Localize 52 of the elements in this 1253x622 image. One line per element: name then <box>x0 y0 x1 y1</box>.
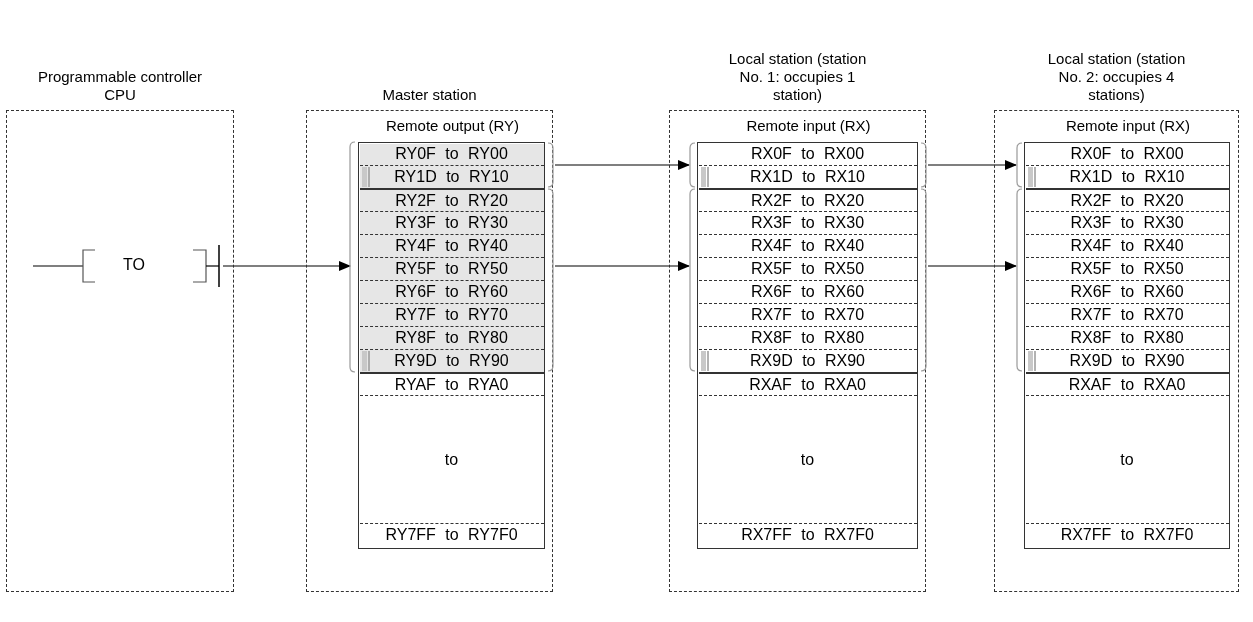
table-cell: RX2F to RX20 <box>750 192 865 209</box>
station-heading: Programmable controller CPU <box>36 68 204 104</box>
table-cell: RX3F to RX30 <box>1070 215 1184 231</box>
arrow <box>927 261 1017 271</box>
table-cell: RXAF to RXA0 <box>1068 376 1186 393</box>
table-heading: Remote input (RX) <box>1065 116 1191 136</box>
table-cell: RX8F to RX80 <box>750 330 865 346</box>
station-heading: Local station (station No. 1: occupies 1 station) <box>727 50 868 104</box>
table-cell: RYAF to RYA0 <box>394 376 509 393</box>
table-cell: RY2F to RY20 <box>395 192 508 209</box>
table-cell: RY5F to RY50 <box>395 261 508 277</box>
table-cell: RX9D to RX90 <box>750 353 865 369</box>
table-cell: RX7FF to RX7F0 <box>1060 527 1194 543</box>
table-cell: RX0F to RX00 <box>750 146 865 163</box>
table-cell: RY0F to RY00 <box>395 146 508 163</box>
table-cell: RX4F to RX40 <box>1070 238 1184 254</box>
table-cell: RY4F to RY40 <box>395 238 508 254</box>
arrow <box>222 261 351 271</box>
table-cell: RX1D to RX10 <box>1069 169 1185 185</box>
table-cell: RX7F to RX70 <box>1070 307 1184 323</box>
table-heading: Remote input (RX) <box>746 116 871 136</box>
table-cell: RY8F to RY80 <box>395 330 508 346</box>
instruction-name: TO <box>123 257 145 273</box>
table-cell: RY6F to RY60 <box>395 284 508 300</box>
table-cell: RY7F to RY70 <box>395 307 508 323</box>
table-cell: RX7FF to RX7F0 <box>741 527 874 543</box>
table-cell: RX6F to RX60 <box>1070 284 1184 300</box>
table-cell: RX0F to RX00 <box>1070 146 1184 163</box>
table-cell: RX8F to RX80 <box>1070 330 1184 346</box>
table-cell: RX9D to RX90 <box>1069 353 1185 369</box>
table-cell: RX6F to RX60 <box>750 284 865 300</box>
station-heading: Local station (station No. 2: occupies 4 stations) <box>1046 50 1187 104</box>
table-heading: Remote output (RY) <box>385 116 520 136</box>
table-cell: RY9D to RY90 <box>394 353 509 369</box>
table-cell: to <box>800 451 815 468</box>
table-cell: RX4F to RX40 <box>750 238 865 254</box>
table-cell: RY1D to RY10 <box>394 169 509 185</box>
table-cell: RX3F to RX30 <box>750 215 865 231</box>
table-cell: RX7F to RX70 <box>750 307 865 323</box>
table-cell: RXAF to RXA0 <box>749 376 866 393</box>
table-cell: RX5F to RX50 <box>1070 261 1184 277</box>
table-cell: RY3F to RY30 <box>395 215 508 231</box>
table-cell: RX5F to RX50 <box>750 261 865 277</box>
arrow <box>927 160 1017 170</box>
table-cell: to <box>444 451 459 468</box>
arrow <box>554 261 690 271</box>
arrow <box>554 160 690 170</box>
table-cell: to <box>1120 451 1134 468</box>
table-cell: RX1D to RX10 <box>750 169 865 185</box>
table-cell: RX2F to RX20 <box>1070 192 1184 209</box>
station-heading: Master station <box>382 86 477 104</box>
table-cell: RY7FF to RY7F0 <box>385 527 518 543</box>
